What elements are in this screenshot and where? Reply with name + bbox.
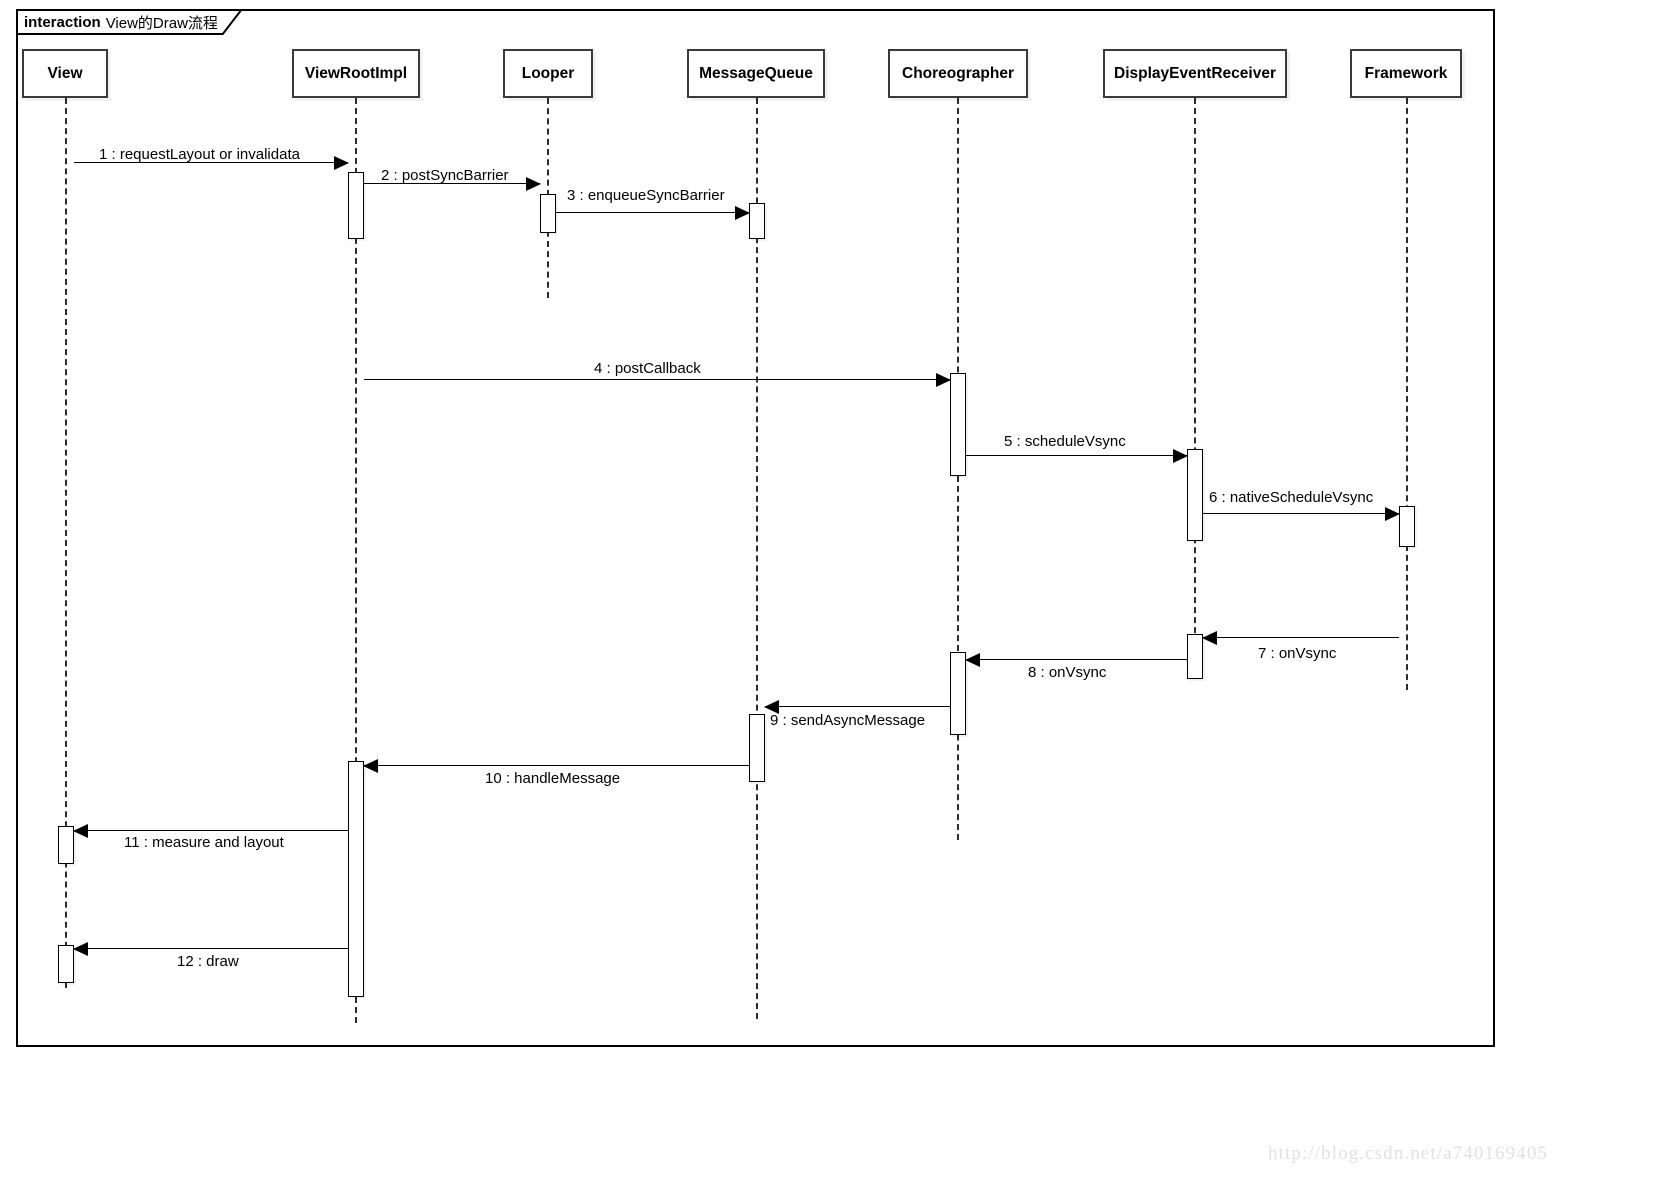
message-label-2: 2 : postSyncBarrier bbox=[381, 167, 509, 184]
lifeline-dash-displayeventreceiver bbox=[1194, 98, 1196, 673]
watermark: http://blog.csdn.net/a740169405 bbox=[1268, 1143, 1549, 1164]
arrow-head-icon-11 bbox=[73, 824, 88, 838]
lifeline-dash-view bbox=[65, 98, 67, 988]
lifeline-head-displayeventreceiver[interactable]: DisplayEventReceiver bbox=[1103, 49, 1287, 98]
message-label-1: 1 : requestLayout or invalidata bbox=[99, 146, 300, 163]
lifeline-head-messagequeue[interactable]: MessageQueue bbox=[687, 49, 825, 98]
frame-label-tab: interaction View的Draw流程 bbox=[16, 9, 222, 35]
arrow-head-icon-3 bbox=[735, 206, 750, 220]
activation-bar-messagequeue bbox=[749, 203, 765, 239]
message-line-11[interactable] bbox=[74, 830, 348, 831]
activation-bar-view bbox=[58, 826, 74, 864]
lifeline-head-choreographer[interactable]: Choreographer bbox=[888, 49, 1028, 98]
message-label-5: 5 : scheduleVsync bbox=[1004, 433, 1126, 450]
arrow-head-icon-5 bbox=[1173, 449, 1188, 463]
arrow-head-icon-7 bbox=[1202, 631, 1217, 645]
activation-bar-viewrootimpl bbox=[348, 761, 364, 997]
message-label-9: 9 : sendAsyncMessage bbox=[770, 712, 926, 729]
activation-bar-displayeventreceiver bbox=[1187, 449, 1203, 541]
arrow-head-icon-2 bbox=[526, 177, 541, 191]
activation-bar-choreographer bbox=[950, 373, 966, 476]
activation-bar-looper bbox=[540, 194, 556, 233]
message-label-12: 12 : draw bbox=[177, 953, 239, 970]
arrow-head-icon-9 bbox=[764, 700, 779, 714]
arrow-head-icon-8 bbox=[965, 653, 980, 667]
message-label-6: 6 : nativeScheduleVsync bbox=[1209, 489, 1374, 506]
lifeline-label: Framework bbox=[1364, 64, 1448, 82]
activation-bar-view bbox=[58, 945, 74, 983]
lifeline-label: MessageQueue bbox=[699, 64, 813, 82]
activation-bar-displayeventreceiver bbox=[1187, 634, 1203, 679]
frame-keyword: interaction bbox=[24, 13, 101, 31]
message-line-9[interactable] bbox=[765, 706, 950, 707]
message-label-3: 3 : enqueueSyncBarrier bbox=[567, 187, 725, 204]
message-label-7: 7 : onVsync bbox=[1258, 645, 1337, 662]
message-line-3[interactable] bbox=[556, 212, 749, 213]
message-label-8: 8 : onVsync bbox=[1028, 664, 1107, 681]
arrow-head-icon-12 bbox=[73, 942, 88, 956]
activation-bar-viewrootimpl bbox=[348, 172, 364, 239]
lifeline-label: ViewRootImpl bbox=[304, 64, 408, 82]
arrow-head-icon-1 bbox=[334, 156, 349, 170]
message-line-1[interactable] bbox=[74, 162, 348, 163]
message-line-10[interactable] bbox=[364, 765, 749, 766]
lifeline-head-looper[interactable]: Looper bbox=[503, 49, 593, 98]
message-label-10: 10 : handleMessage bbox=[485, 770, 621, 787]
arrow-head-icon-10 bbox=[363, 759, 378, 773]
lifeline-dash-viewrootimpl bbox=[355, 98, 357, 1023]
message-line-12[interactable] bbox=[74, 948, 348, 949]
lifeline-label: Looper bbox=[521, 64, 575, 82]
message-label-11: 11 : measure and layout bbox=[124, 834, 284, 851]
lifeline-dash-messagequeue bbox=[756, 98, 758, 1019]
message-line-2[interactable] bbox=[364, 183, 540, 184]
message-line-8[interactable] bbox=[966, 659, 1187, 660]
lifeline-head-view[interactable]: View bbox=[22, 49, 108, 98]
arrow-head-icon-4 bbox=[936, 373, 951, 387]
activation-bar-framework bbox=[1399, 506, 1415, 547]
interaction-frame bbox=[16, 9, 1495, 1047]
lifeline-label: Choreographer bbox=[902, 64, 1014, 82]
lifeline-head-framework[interactable]: Framework bbox=[1350, 49, 1462, 98]
lifeline-label: DisplayEventReceiver bbox=[1114, 64, 1276, 82]
message-line-5[interactable] bbox=[966, 455, 1187, 456]
message-line-7[interactable] bbox=[1203, 637, 1399, 638]
arrow-head-icon-6 bbox=[1385, 507, 1400, 521]
lifeline-dash-framework bbox=[1406, 98, 1408, 690]
activation-bar-choreographer bbox=[950, 652, 966, 735]
lifeline-label: View bbox=[47, 64, 83, 82]
message-label-4: 4 : postCallback bbox=[594, 360, 701, 377]
message-line-6[interactable] bbox=[1203, 513, 1399, 514]
activation-bar-messagequeue bbox=[749, 714, 765, 782]
frame-name: View的Draw流程 bbox=[105, 14, 218, 32]
lifeline-head-viewrootimpl[interactable]: ViewRootImpl bbox=[292, 49, 420, 98]
message-line-4[interactable] bbox=[364, 379, 950, 380]
